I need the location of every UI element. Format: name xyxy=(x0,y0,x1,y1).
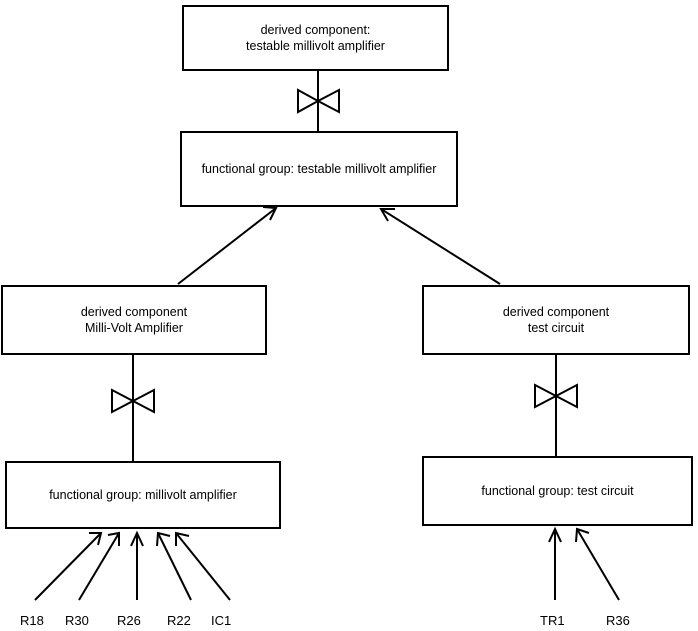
edge-mvamp-to-testable-group-arrow xyxy=(177,206,278,285)
node-functional-group-millivolt-amplifier[interactable]: functional group: millivolt amplifier xyxy=(5,461,281,529)
node-derived-component-test-circuit[interactable]: derived component test circuit xyxy=(422,285,690,355)
edge-ic1-to-functional-group-mvamp-arrow xyxy=(175,531,231,601)
edge-derived-mvamp-to-functional-group-mvamp xyxy=(111,355,155,461)
edge-derived-testable-to-functional-group xyxy=(297,71,340,131)
edge-r26-to-functional-group-mvamp-arrow xyxy=(130,530,144,600)
edge-r36-to-functional-group-testcircuit-arrow xyxy=(575,527,620,601)
bowtie-right-triangle xyxy=(130,388,155,414)
terminal-label-r18: R18 xyxy=(20,613,44,628)
node-label: derived component test circuit xyxy=(502,305,610,335)
bowtie-left-triangle xyxy=(534,383,559,409)
bowtie-left-triangle xyxy=(297,88,321,114)
terminal-label-tr1: TR1 xyxy=(540,613,565,628)
terminal-label-r30: R30 xyxy=(65,613,89,628)
edge-derived-testcircuit-to-functional-group-testcircuit xyxy=(534,355,578,456)
node-label: derived component: testable millivolt am… xyxy=(246,23,385,53)
edge-tr1-to-functional-group-testcircuit-arrow xyxy=(548,526,562,600)
terminal-label-r36: R36 xyxy=(606,613,630,628)
terminal-label-r26: R26 xyxy=(117,613,141,628)
edge-testcircuit-to-testable-group-arrow xyxy=(379,208,501,285)
node-derived-component-milli-volt-amplifier[interactable]: derived component Milli-Volt Amplifier xyxy=(1,285,267,355)
node-derived-component-testable-millivolt-amplifier[interactable]: derived component: testable millivolt am… xyxy=(182,5,449,71)
bowtie-left-triangle xyxy=(111,388,136,414)
terminal-label-ic1: IC1 xyxy=(211,613,232,628)
terminal-label-r22: R22 xyxy=(167,613,191,628)
bowtie-right-triangle xyxy=(553,383,578,409)
node-label: functional group: millivolt amplifier xyxy=(49,488,237,502)
edge-r18-to-functional-group-mvamp-arrow xyxy=(34,532,103,601)
edge-r30-to-functional-group-mvamp-arrow xyxy=(78,531,120,601)
node-label: functional group: testable millivolt amp… xyxy=(201,162,437,176)
edge-r22-to-functional-group-mvamp-arrow xyxy=(156,531,192,601)
node-functional-group-test-circuit[interactable]: functional group: test circuit xyxy=(422,456,693,526)
node-label: functional group: test circuit xyxy=(481,484,634,498)
bowtie-right-triangle xyxy=(315,88,340,114)
node-functional-group-testable-millivolt-amplifier[interactable]: functional group: testable millivolt amp… xyxy=(180,131,458,207)
node-label: derived component Milli-Volt Amplifier xyxy=(80,305,188,335)
